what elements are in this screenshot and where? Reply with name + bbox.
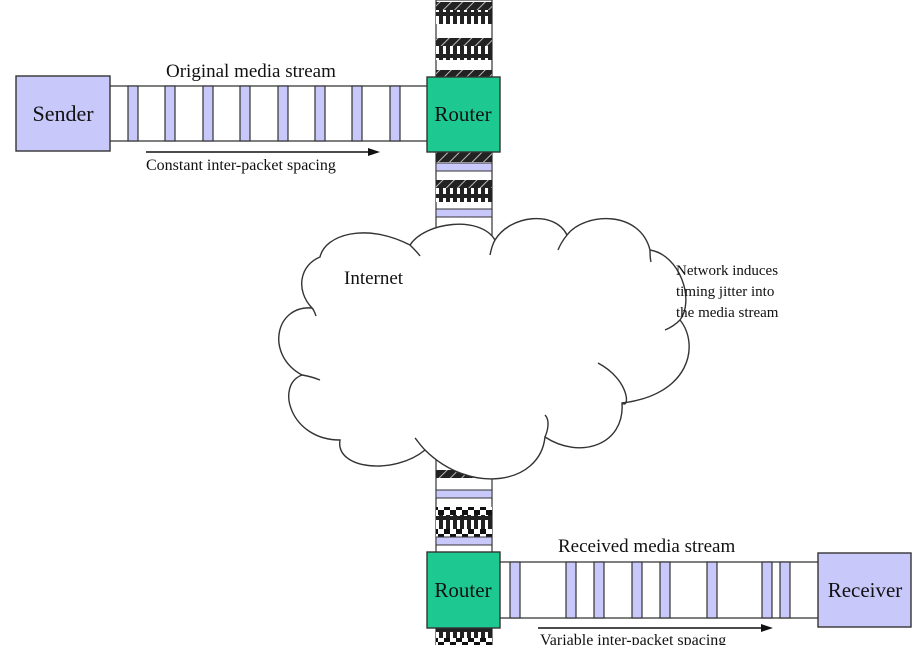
traffic-packet <box>436 70 492 78</box>
media-packet <box>351 85 363 142</box>
traffic-packet <box>436 38 492 46</box>
received-arrow-caption: Variable inter-packet spacing <box>540 632 726 645</box>
traffic-packet <box>436 180 492 188</box>
media-packet <box>435 489 493 499</box>
media-packet <box>706 561 718 619</box>
media-packet <box>435 536 493 546</box>
media-packet <box>314 85 326 142</box>
traffic-packet <box>436 188 492 202</box>
traffic-packet <box>436 628 492 638</box>
media-packet <box>239 85 251 142</box>
original-stream: Original media stream Constant inter-pac… <box>110 61 428 174</box>
media-packet <box>277 85 289 142</box>
original-arrow-caption: Constant inter-packet spacing <box>146 157 336 174</box>
media-packet <box>435 162 493 172</box>
media-packet <box>593 561 605 619</box>
media-packet <box>389 85 401 142</box>
media-packet <box>659 561 671 619</box>
traffic-packet <box>436 10 492 24</box>
received-packets <box>509 561 791 619</box>
media-packet <box>435 208 493 218</box>
jitter-note-line-3: the media stream <box>676 305 779 321</box>
router-top: Router <box>426 76 501 153</box>
media-packet <box>565 561 577 619</box>
arrow-head-icon <box>368 148 380 156</box>
media-packet <box>202 85 214 142</box>
media-packet <box>127 85 139 142</box>
jitter-note-line-2: timing jitter into <box>676 284 774 300</box>
traffic-packet <box>436 2 492 10</box>
media-packet <box>509 561 521 619</box>
receiver-label: Receiver <box>828 578 903 602</box>
jitter-note-line-1: Network induces <box>676 263 778 279</box>
original-packets <box>127 85 401 142</box>
original-stream-title: Original media stream <box>166 61 336 82</box>
media-packet <box>761 561 773 619</box>
router-bottom-label: Router <box>434 578 491 602</box>
sender-label: Sender <box>32 101 94 126</box>
media-packet <box>779 561 791 619</box>
received-stream: Received media stream Variable inter-pac… <box>500 536 818 645</box>
arrow-head-icon <box>761 624 773 632</box>
receiver-node: Receiver <box>817 552 912 628</box>
sender-node: Sender <box>15 75 111 152</box>
traffic-packet <box>436 515 492 529</box>
cloud-label: Internet <box>344 268 404 289</box>
internet-cloud: Internet <box>278 217 690 480</box>
router-bottom: Router <box>426 551 501 629</box>
received-stream-title: Received media stream <box>558 536 735 557</box>
traffic-packet <box>436 152 492 162</box>
media-packet <box>164 85 176 142</box>
router-top-label: Router <box>434 102 491 126</box>
media-packet <box>631 561 643 619</box>
jitter-note: Network induces timing jitter into the m… <box>676 263 779 321</box>
traffic-packet <box>436 46 492 60</box>
